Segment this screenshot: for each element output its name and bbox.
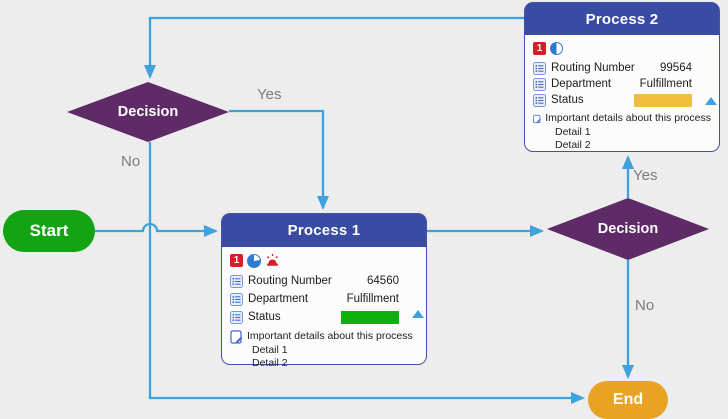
edge-label-yes-right: Yes [633,167,658,184]
number-1-badge-icon: 1 [230,254,243,267]
field-label: Department [551,78,612,90]
process2-body: 1 Routing Number 99564 [525,35,719,155]
field-row-department: Department Fulfillment [533,76,711,92]
detail-line: Detail 1 [252,344,288,356]
decision-right-label: Decision [597,221,659,237]
field-value: Fulfillment [346,293,399,305]
note-text: Important details about this process [545,112,711,124]
process2-title: Process 2 [585,10,659,28]
end-label: End [612,391,644,408]
list-icon [533,93,546,107]
process1-title: Process 1 [287,222,361,239]
status-bar [634,93,692,107]
process2-header: Process 2 [525,3,719,35]
end-node[interactable]: End [588,381,668,419]
field-label: Routing Number [551,62,635,74]
process1-note-row: Important details about this process [230,330,418,344]
connector-decision-left-no-to-end[interactable] [148,142,585,404]
field-label: Department [248,293,309,305]
connector-process2-to-decision-left[interactable] [144,16,524,79]
field-value: Fulfillment [639,78,692,90]
number-1-badge-icon: 1 [533,42,546,55]
note-icon [230,330,243,344]
field-value: 99564 [660,62,692,74]
process2-icons-row: 1 [533,40,711,57]
decision-left-label: Decision [117,104,179,120]
process1-header: Process 1 [222,214,426,247]
process1-icons-row: 1 [230,252,418,269]
field-label: Status [248,311,281,323]
half-pie-icon [550,42,563,55]
detail-line: Detail 2 [555,138,591,151]
field-row-routing-number: Routing Number 64560 [230,272,418,290]
process1-body: 1 Routing Number 64560 [222,247,426,373]
edge-label-yes-left: Yes [257,86,282,103]
field-row-status: Status [533,92,711,108]
field-row-status: Status [230,308,418,326]
field-value: 64560 [367,275,399,287]
note-text: Important details about this process [247,330,413,342]
process1-card[interactable]: Process 1 1 [221,213,427,369]
process2-card[interactable]: Process 2 1 Routing Number 99564 [524,2,720,152]
status-bar [341,310,399,324]
note-icon [533,114,541,124]
list-icon [230,292,243,306]
process2-note-row: Important details about this process [533,112,711,126]
alarm-icon [267,254,278,266]
list-icon [533,61,546,75]
field-row-department: Department Fulfillment [230,290,418,308]
field-label: Status [551,94,584,106]
detail-line: Detail 2 [252,356,288,369]
detail-line: Detail 1 [555,126,591,138]
list-icon [230,274,243,288]
connector-start-to-process1[interactable] [95,222,218,237]
start-label: Start [29,221,69,240]
collapse-up-icon[interactable] [705,97,717,105]
field-label: Routing Number [248,275,332,287]
pie-chart-icon [247,253,261,268]
edge-label-no-left: No [121,153,141,170]
collapse-up-icon[interactable] [412,310,424,318]
edge-label-no-right: No [635,297,655,314]
list-icon [533,77,546,91]
list-icon [230,310,243,324]
field-row-routing-number: Routing Number 99564 [533,60,711,76]
start-node[interactable]: Start [3,210,95,252]
connector-decision-left-yes-to-process1[interactable] [229,109,329,210]
